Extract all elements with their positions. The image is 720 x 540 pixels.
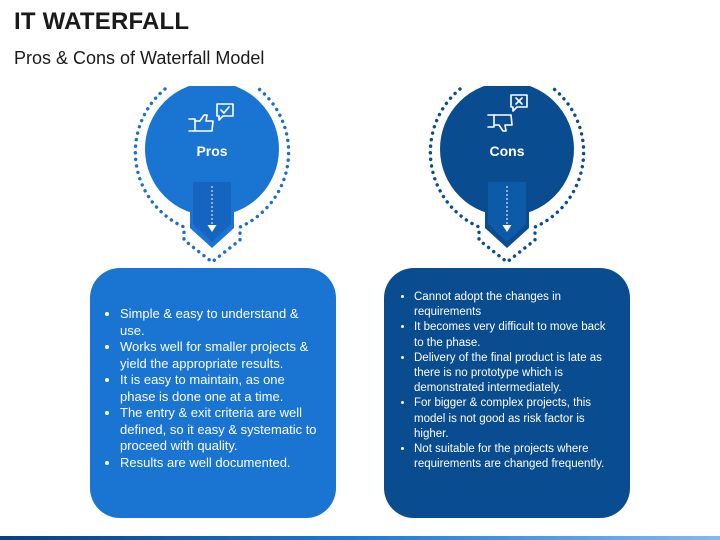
pros-item: Works well for smaller projects & yield …	[120, 339, 320, 372]
cons-item: Cannot adopt the changes in requirements	[414, 290, 614, 320]
cons-list-box: Cannot adopt the changes in requirements…	[384, 268, 630, 518]
footer-bar	[0, 536, 720, 540]
pros-item: The entry & exit criteria are well defin…	[120, 405, 320, 455]
cons-label: Cons	[489, 143, 525, 159]
pros-list: Simple & easy to understand & use. Works…	[90, 306, 320, 471]
thumbs-down-cross-icon	[487, 94, 528, 132]
pros-item: Results are well documented.	[120, 455, 320, 472]
page-title: IT WATERFALL	[14, 8, 190, 35]
pros-item: It is easy to maintain, as one phase is …	[120, 372, 320, 405]
cons-item: Delivery of the final product is late as…	[414, 351, 614, 397]
pros-item: Simple & easy to understand & use.	[120, 306, 320, 339]
pros-label: Pros	[196, 143, 228, 159]
cons-graphic: Cons	[387, 86, 627, 338]
page-subtitle: Pros & Cons of Waterfall Model	[14, 48, 265, 68]
pros-list-box: Simple & easy to understand & use. Works…	[90, 268, 336, 518]
pros-circle-shape	[133, 86, 291, 265]
cons-list: Cannot adopt the changes in requirements…	[384, 290, 614, 472]
pros-graphic: Pros	[92, 86, 332, 338]
cons-item: It becomes very difficult to move back t…	[414, 320, 614, 350]
cons-circle-shape	[428, 86, 586, 265]
thumbs-up-check-icon	[188, 103, 234, 132]
cons-item: Not suitable for the projects where requ…	[414, 442, 614, 472]
cons-item: For bigger & complex projects, this mode…	[414, 396, 614, 442]
